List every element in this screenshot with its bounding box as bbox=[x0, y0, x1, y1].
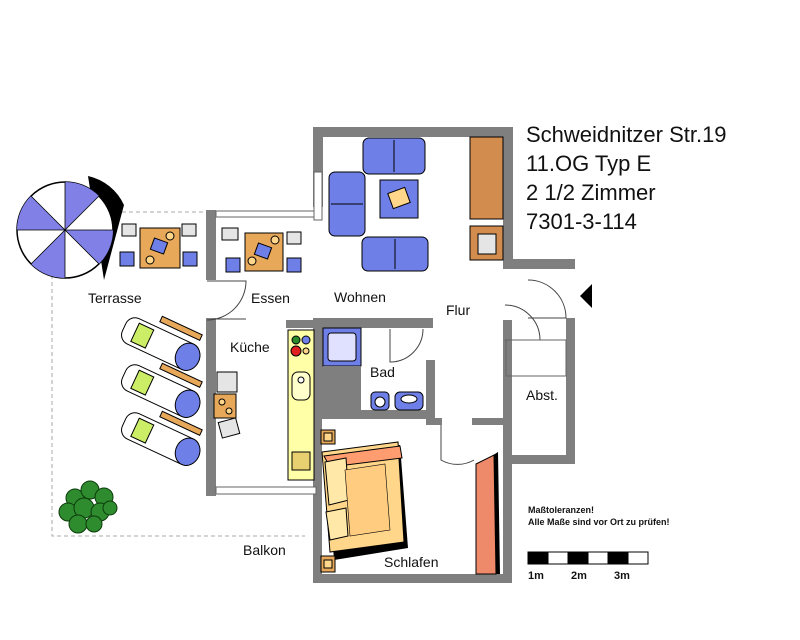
wall-bedroom-bottom bbox=[313, 574, 512, 583]
lounge-chair-icon bbox=[121, 362, 203, 418]
room-label-flur: Flur bbox=[446, 302, 471, 318]
wall-abst-right bbox=[503, 455, 575, 464]
unit-code: 7301-3-114 bbox=[526, 209, 637, 234]
wall-bath-top bbox=[313, 318, 433, 328]
wall-bedroom-left bbox=[313, 418, 322, 583]
kitchen-table-icon bbox=[213, 371, 241, 439]
entrance-arrow-icon bbox=[580, 284, 592, 308]
scale-label-3m: 3m bbox=[614, 570, 630, 582]
windows bbox=[215, 171, 323, 495]
scale-label-1m: 1m bbox=[528, 570, 544, 582]
sofa-icon bbox=[328, 137, 429, 272]
room-label-kueche: Küche bbox=[230, 339, 270, 355]
rooms-count: 2 1/2 Zimmer bbox=[526, 180, 656, 205]
bed-icon bbox=[321, 441, 408, 560]
doors bbox=[206, 279, 567, 465]
wall-kitchen-left bbox=[206, 318, 216, 496]
wall-bedroom-top-right bbox=[472, 418, 512, 425]
nightstand-icon bbox=[320, 429, 336, 573]
coffee-table-icon bbox=[379, 179, 419, 219]
wall-essen-top bbox=[206, 210, 216, 280]
address: Schweidnitzer Str.19 bbox=[526, 122, 727, 147]
walls bbox=[206, 127, 575, 583]
wall-bath-left bbox=[313, 318, 323, 418]
property-info: Schweidnitzer Str.19 11.OG Typ E 2 1/2 Z… bbox=[526, 120, 727, 236]
living-cabinet-icon bbox=[469, 136, 504, 261]
room-label-schlafen: Schlafen bbox=[384, 554, 439, 570]
parasol-icon bbox=[16, 176, 124, 280]
tolerance-note: Maßtoleranzen! Alle Maße sind vor Ort zu… bbox=[528, 504, 670, 528]
room-label-bad: Bad bbox=[370, 364, 395, 380]
kitchen-counter-icon bbox=[287, 329, 315, 481]
wardrobe-icon bbox=[475, 452, 500, 575]
bath-fixtures-icon bbox=[322, 327, 424, 411]
room-label-abst: Abst. bbox=[526, 387, 558, 403]
scale-bar bbox=[527, 551, 649, 565]
terrace-outline bbox=[51, 211, 305, 537]
wall-kitchen-right bbox=[286, 320, 316, 328]
lounge-chair-icon bbox=[121, 315, 203, 371]
tolerance-note-line2: Alle Maße sind vor Ort zu prüfen! bbox=[528, 517, 670, 527]
room-label-essen: Essen bbox=[251, 290, 290, 306]
dining-table-icon bbox=[221, 227, 302, 273]
tolerance-note-line1: Maßtoleranzen! bbox=[528, 505, 595, 515]
scale-label-2m: 2m bbox=[571, 570, 587, 582]
wall-bath-right bbox=[426, 360, 435, 418]
room-label-balkon: Balkon bbox=[243, 542, 286, 558]
wall-bath-bottom bbox=[313, 410, 435, 419]
wall-right-upper bbox=[503, 127, 513, 267]
wall-bedroom-top bbox=[426, 418, 442, 425]
floor-type: 11.OG Typ E bbox=[526, 151, 652, 176]
terrace-table-icon bbox=[119, 223, 198, 269]
wall-right-lower bbox=[566, 318, 575, 464]
room-label-wohnen: Wohnen bbox=[334, 289, 386, 305]
wall-living-left bbox=[313, 127, 323, 207]
plant-icon bbox=[58, 480, 118, 534]
wall-corridor-right bbox=[503, 320, 512, 582]
wall-right-step bbox=[503, 259, 575, 269]
room-label-terrasse: Terrasse bbox=[88, 290, 142, 306]
lounge-chair-icon bbox=[121, 410, 203, 466]
wall-top bbox=[313, 127, 513, 137]
